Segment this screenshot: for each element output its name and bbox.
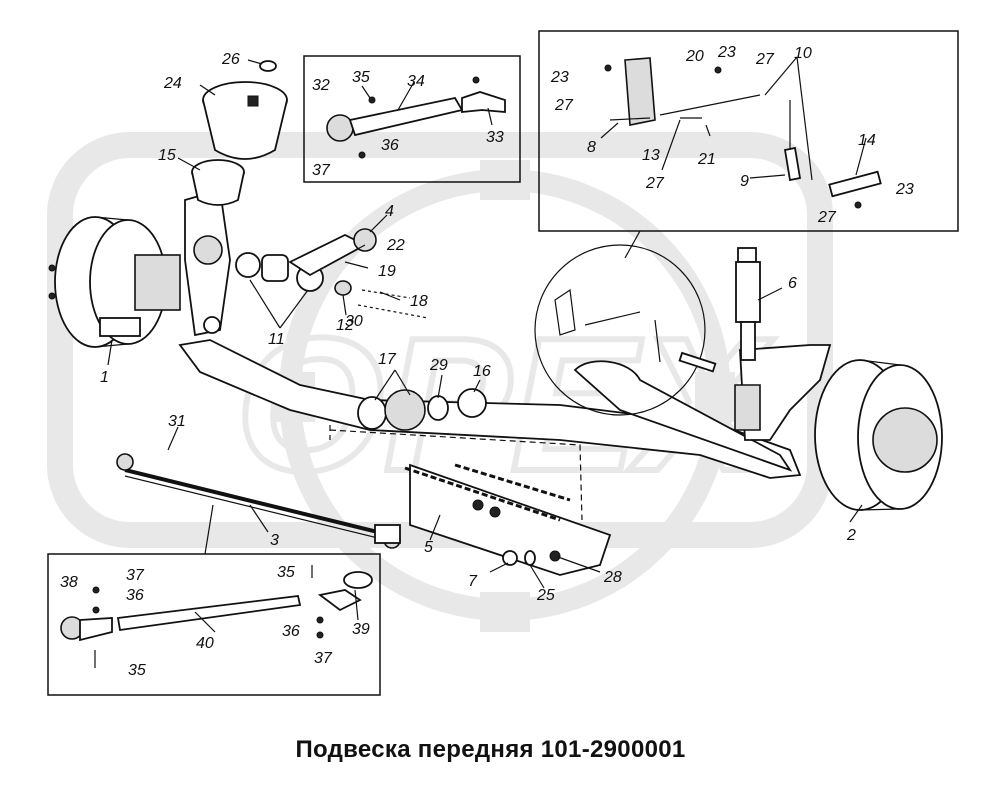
tie-rod-inset [60, 565, 373, 668]
hub-cap [202, 81, 288, 160]
seal-ring [191, 159, 245, 206]
callout-35: 35 [352, 69, 370, 86]
callout-17: 17 [378, 351, 397, 368]
callout-35b: 35 [277, 564, 295, 581]
callout-19: 19 [378, 263, 396, 280]
callout-33: 33 [486, 129, 504, 146]
callout-26: 26 [221, 51, 240, 68]
callout-27b: 27 [755, 51, 775, 68]
callout-32: 32 [312, 77, 330, 94]
hub-bearings [357, 388, 487, 431]
callout-37b: 37 [126, 567, 145, 584]
callout-9: 9 [740, 173, 749, 190]
steering-knuckle [184, 188, 231, 337]
callout-1: 1 [100, 369, 109, 386]
callout-labels: 1 2 3 4 5 6 7 8 9 10 11 12 13 14 15 16 1… [60, 44, 914, 679]
callout-36c: 36 [282, 623, 300, 640]
left-brake-drum [48, 216, 181, 348]
callout-13: 13 [642, 147, 660, 164]
spring-bracket [734, 344, 832, 441]
callout-14: 14 [858, 132, 876, 149]
bumper-bracket [404, 463, 612, 576]
callout-4: 4 [385, 203, 394, 220]
callout-20: 20 [685, 48, 704, 65]
inset-box-tie-rod [47, 553, 381, 696]
callout-22: 22 [386, 237, 405, 254]
inset-box-stabilizer [538, 30, 959, 232]
stabilizer-inset [604, 57, 882, 209]
callout-37c: 37 [314, 650, 333, 667]
stabilizer-links-detail [554, 288, 717, 373]
callout-35c: 35 [128, 662, 146, 679]
callout-12: 12 [336, 317, 354, 334]
callout-3: 3 [270, 532, 279, 549]
front-axle-beam [178, 339, 802, 479]
tie-rod [116, 453, 401, 549]
drag-link-inset [326, 76, 506, 159]
bushing-25 [524, 550, 536, 566]
callout-36: 36 [381, 137, 399, 154]
callout-27c: 27 [645, 175, 665, 192]
callout-6: 6 [788, 275, 797, 292]
callout-11: 11 [268, 331, 285, 348]
callout-39: 39 [352, 621, 370, 638]
callout-40: 40 [196, 635, 214, 652]
callout-29: 29 [429, 357, 448, 374]
detail-circle [534, 244, 706, 416]
right-brake-drum [814, 359, 943, 511]
callout-27d: 27 [817, 209, 837, 226]
callout-23: 23 [550, 69, 569, 86]
callout-27: 27 [554, 97, 574, 114]
callout-38: 38 [60, 574, 78, 591]
callout-23b: 23 [717, 44, 736, 61]
callout-36b: 36 [126, 587, 144, 604]
callout-37: 37 [312, 162, 331, 179]
callout-18: 18 [410, 293, 428, 310]
plug [259, 60, 277, 72]
washer [334, 280, 352, 296]
callout-21: 21 [697, 151, 716, 168]
leader-lines [107, 56, 867, 633]
callout-7: 7 [468, 573, 478, 590]
callout-25: 25 [536, 587, 555, 604]
callout-16: 16 [473, 363, 491, 380]
callout-2: 2 [846, 527, 856, 544]
steering-arm [288, 228, 377, 277]
shock-absorber [735, 247, 761, 361]
washer-7 [502, 550, 518, 566]
callout-23c: 23 [895, 181, 914, 198]
callout-28: 28 [603, 569, 622, 586]
callout-5: 5 [424, 539, 433, 556]
callout-10: 10 [794, 45, 812, 62]
callout-34: 34 [407, 73, 425, 90]
inset-box-drag-link [303, 55, 521, 183]
callout-15: 15 [158, 147, 176, 164]
callout-8: 8 [587, 139, 596, 156]
callout-30: 30 [345, 313, 363, 330]
callout-31: 31 [168, 413, 186, 430]
callout-24: 24 [163, 75, 182, 92]
page-title: Подвеска передняя 101-2900001 [295, 736, 686, 763]
